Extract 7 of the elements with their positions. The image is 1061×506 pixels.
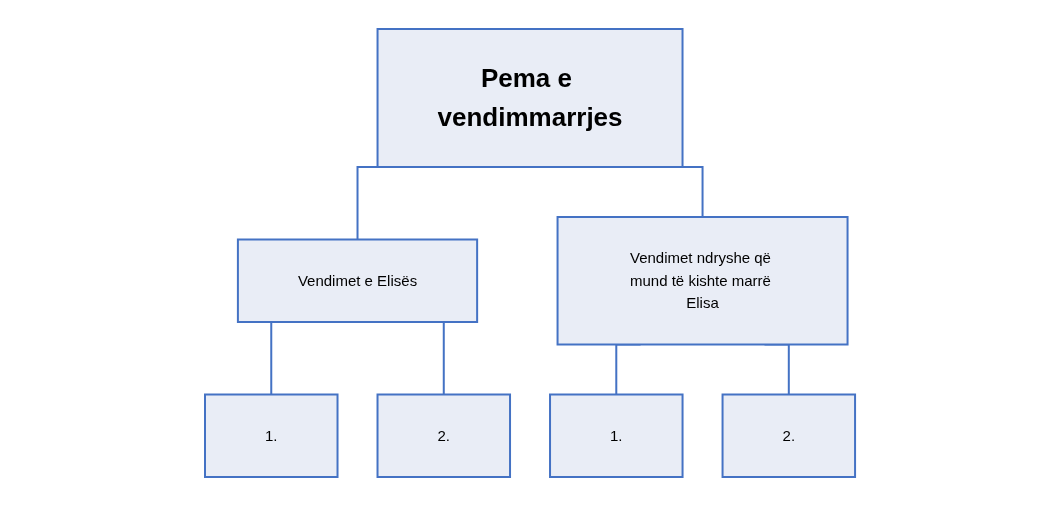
node-box: 1. — [204, 393, 339, 478]
node-box: Vendimet e Elisës — [237, 238, 479, 323]
node-box: 2. — [722, 393, 857, 478]
node-box: 1. — [549, 393, 684, 478]
node-box: Pema e vendimmarrjes — [377, 28, 684, 168]
node-box: Vendimet ndryshe që mund të kishte marrë Elisa — [557, 216, 849, 346]
node-box: 2. — [377, 393, 512, 478]
